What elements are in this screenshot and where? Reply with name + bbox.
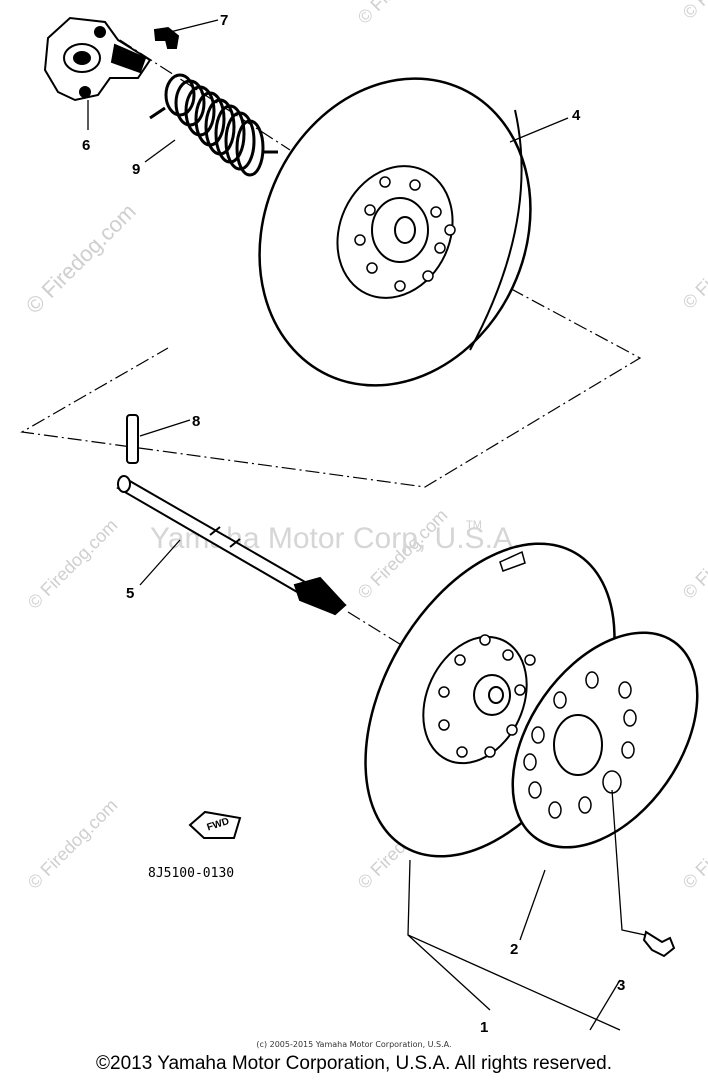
watermark-firedog: © Firedog.com [679, 795, 708, 893]
watermark-firedog: © Firedog.com [21, 199, 141, 319]
shaft-part [116, 475, 347, 616]
callout-5: 5 [126, 585, 134, 602]
leader-lines [87, 19, 646, 1031]
callout-9: 9 [132, 161, 140, 178]
callout-2: 2 [510, 941, 518, 958]
watermark-firedog: © Firedog.com [679, 505, 708, 603]
bracket-part [43, 16, 152, 102]
callout-6: 6 [82, 137, 90, 154]
copyright-small: (c) 2005-2015 Yamaha Motor Corporation, … [256, 1040, 452, 1049]
spacer-plate-part [511, 631, 699, 849]
bolt-part [642, 930, 676, 958]
callout-3: 3 [617, 977, 625, 994]
watermark-firedog: © Firedog.com [24, 795, 122, 893]
callout-4: 4 [572, 107, 581, 124]
pin-part [126, 414, 139, 464]
clip-part [153, 26, 180, 49]
spring-part [149, 73, 278, 177]
copyright-main: ©2013 Yamaha Motor Corporation, U.S.A. A… [96, 1053, 612, 1074]
watermark-firedog: © Firedog.com [679, 0, 708, 23]
forward-direction-arrow: FWD [188, 810, 242, 839]
watermark-firedog: © Firedog.com [679, 215, 708, 313]
callout-7: 7 [220, 12, 228, 29]
callout-labels: 1 2 3 4 5 6 7 8 9 [82, 12, 625, 1036]
callout-8: 8 [192, 413, 200, 430]
diagram-part-number: 8J5100-0130 [148, 866, 234, 881]
moveable-sheave-part [258, 77, 532, 387]
watermark-firedog: © Firedog.com [24, 515, 122, 613]
watermark-firedog: © Firedog.com [354, 0, 452, 28]
callout-1: 1 [480, 1019, 488, 1036]
watermark-tm: TM [466, 519, 482, 531]
